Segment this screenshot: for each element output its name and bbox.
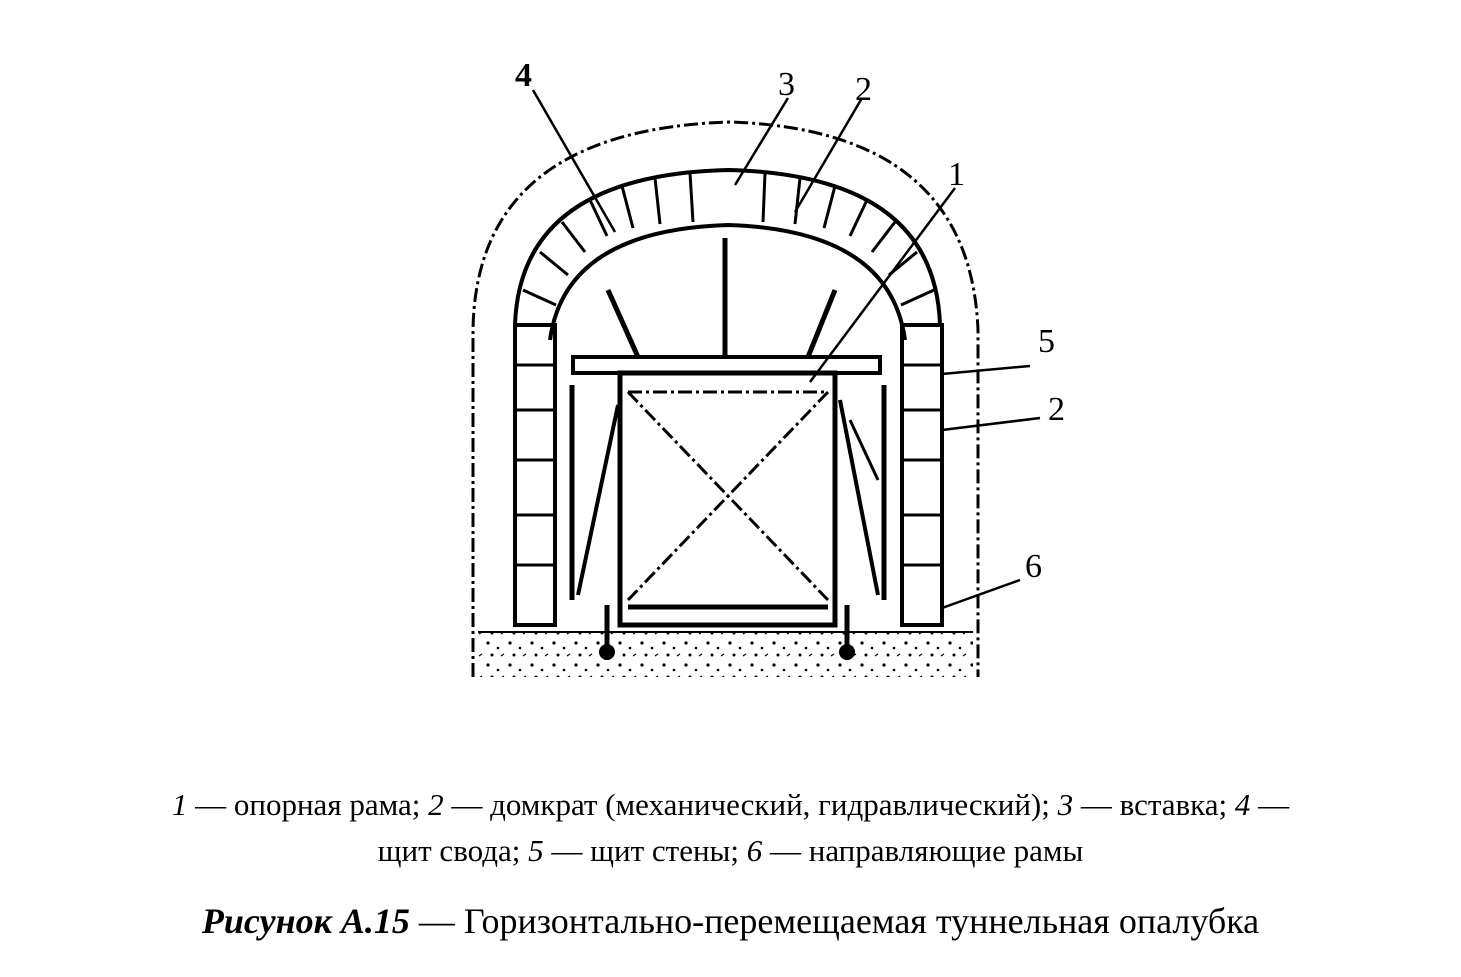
legend-num: 3	[1057, 787, 1074, 822]
figure-title: — Горизонтально-перемещаемая туннельная …	[409, 901, 1260, 941]
callout-2-top: 2	[855, 71, 872, 108]
callout-4: 4	[515, 57, 532, 94]
vault-jacks	[605, 238, 838, 359]
rock-contour	[471, 120, 980, 677]
right-side-jack	[838, 399, 880, 596]
legend-text: — вставка;	[1073, 787, 1235, 822]
callout-5: 5	[1038, 323, 1055, 360]
figure-caption: Рисунок А.15 — Горизонтально-перемещаема…	[0, 900, 1461, 942]
legend-text: — домкрат (механический, гидравлический)…	[443, 787, 1058, 822]
legend-num: 5	[528, 833, 544, 868]
legend-text: — опорная рама;	[187, 787, 429, 822]
vault-block-joints	[522, 172, 935, 307]
callout-leaders	[531, 89, 1041, 610]
vault-lining-outer	[513, 167, 942, 326]
legend-num: 6	[746, 833, 763, 868]
left-wall-joints	[515, 363, 555, 567]
figure-label: Рисунок А.15	[201, 901, 410, 941]
legend-text: — щит стены;	[543, 833, 747, 868]
left-wall-lining	[513, 323, 557, 627]
legend-line-2: щит свода; 5 — щит стены; 6 — направляющ…	[0, 828, 1461, 874]
right-wheel	[839, 644, 855, 660]
ground-soil	[478, 632, 973, 677]
left-side-jack	[576, 404, 620, 596]
legend-text: — направляющие рамы	[762, 833, 1084, 868]
formwork-diagram: 4 3 2 1 5 2 6	[471, 57, 1065, 677]
callout-3: 3	[778, 66, 795, 103]
legend-text: щит свода;	[377, 833, 529, 868]
legend: 1 — опорная рама; 2 — домкрат (механичес…	[0, 782, 1461, 874]
support-frame	[617, 370, 838, 628]
callout-6: 6	[1025, 548, 1042, 585]
callout-2-right: 2	[1048, 391, 1065, 428]
right-side-jack-2	[848, 419, 880, 481]
legend-text: —	[1250, 787, 1290, 822]
callout-1: 1	[948, 156, 965, 193]
left-wheel	[599, 644, 615, 660]
right-wall-joints	[902, 363, 942, 567]
right-wall-lining	[900, 323, 944, 627]
vault-lining-inner	[548, 222, 907, 341]
frame-brace-b	[626, 390, 830, 602]
legend-num: 4	[1234, 787, 1251, 822]
legend-num: 1	[171, 787, 188, 822]
legend-num: 2	[428, 787, 444, 822]
legend-line-1: 1 — опорная рама; 2 — домкрат (механичес…	[0, 782, 1461, 828]
